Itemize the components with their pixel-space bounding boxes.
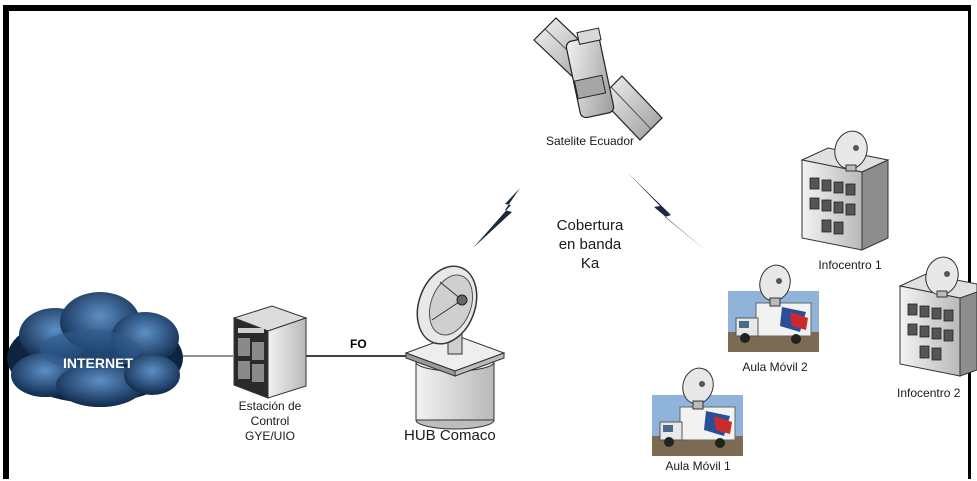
uplink-bolt-right <box>627 172 705 250</box>
infocentro-1-label: Infocentro 1 <box>818 258 882 272</box>
infocentro-1-building-icon <box>800 130 890 251</box>
fiber-optic-label: FO <box>350 337 367 351</box>
infocentro-2-building-icon <box>898 256 977 377</box>
control-station-line-2: Control <box>250 414 290 428</box>
coverage-line-1: Cobertura <box>556 217 624 234</box>
coverage-label: Cobertura en banda Ka <box>538 216 642 273</box>
diagram-frame <box>3 5 971 479</box>
control-station-line-1: Estación de <box>238 399 302 413</box>
aula-movil-2-label: Aula Móvil 2 <box>742 360 808 374</box>
aula-movil-2-truck-icon <box>728 264 819 352</box>
coverage-line-2: en banda <box>558 236 622 253</box>
uplink-bolt-left <box>473 188 520 248</box>
aula-movil-1-truck-icon <box>652 367 743 456</box>
internet-cloud-icon <box>7 292 183 407</box>
control-station-label: Estación de Control GYE/UIO <box>220 399 320 444</box>
internet-label: INTERNET <box>63 355 133 371</box>
control-station-line-3: GYE/UIO <box>244 429 295 443</box>
infocentro-2-label: Infocentro 2 <box>897 386 961 400</box>
aula-movil-1-label: Aula Móvil 1 <box>665 459 731 473</box>
satellite-label: Satelite Ecuador <box>545 134 635 148</box>
hub-label: HUB Comaco <box>404 427 496 444</box>
server-rack-icon <box>232 305 308 399</box>
hub-dish-icon <box>404 265 506 430</box>
coverage-line-3: Ka <box>580 255 600 272</box>
satellite-icon <box>533 17 663 141</box>
